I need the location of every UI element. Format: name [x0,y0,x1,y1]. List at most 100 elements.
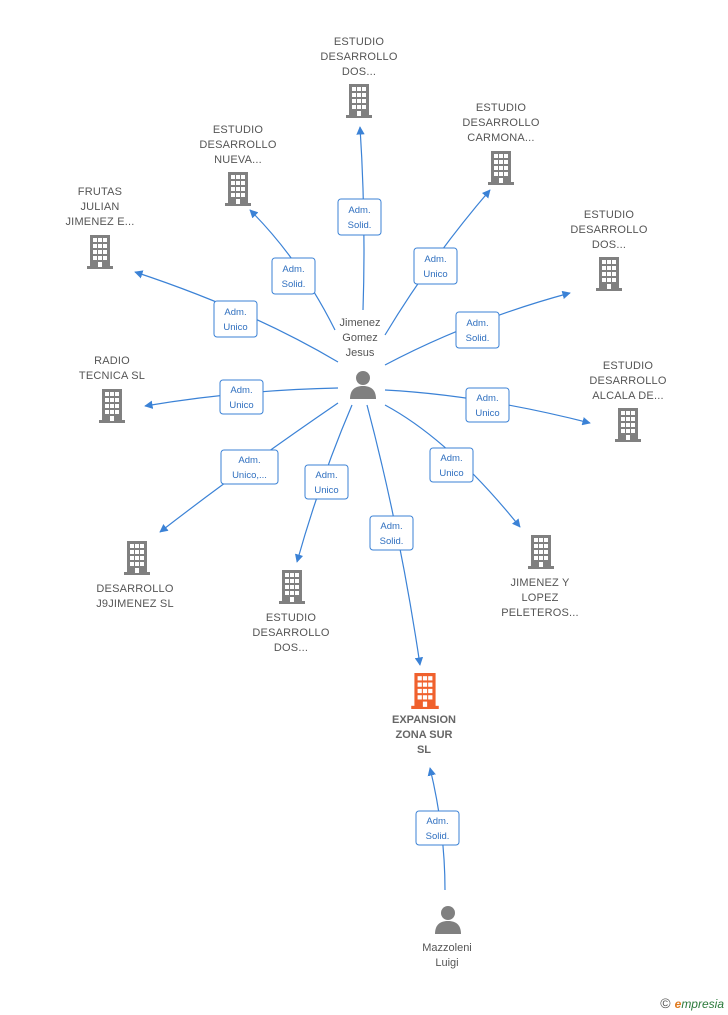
relation-label: Solid. [426,831,450,842]
node-center-person[interactable]: Jimenez Gomez Jesus [340,317,381,399]
node-label: EXPANSION [392,714,456,726]
node-label: ALCALA DE... [592,390,664,402]
node-target-company[interactable]: EXPANSION ZONA SUR SL [392,673,456,756]
node-label: Jimenez [340,317,381,329]
relation-box-frame [213,300,258,338]
relation-box-frame [337,198,382,236]
relation-label: Unico,... [232,470,267,481]
node-mazzoleni[interactable]: Mazzoleni Luigi [422,906,472,969]
node-label: DESARROLLO [462,117,539,129]
node-estudio-dos-top[interactable]: ESTUDIO DESARROLLO DOS... [320,36,398,118]
node-label: ESTUDIO [476,102,527,114]
relation-box[interactable]: Adm.Solid. [337,198,382,236]
relation-box[interactable]: Adm.Unico [304,464,349,500]
node-label: DESARROLLO [252,627,329,639]
person-icon [350,371,376,399]
node-label: ESTUDIO [603,360,654,372]
relation-box-frame [455,311,500,349]
node-estudio-nueva[interactable]: ESTUDIO DESARROLLO NUEVA... [199,124,277,206]
brand-logo-text: mpresia [681,997,724,1011]
node-label: DESARROLLO [96,583,173,595]
relation-box[interactable]: Adm. Unico [213,300,258,338]
node-radio-tecnica[interactable]: RADIO TECNICA SL [79,355,145,423]
node-label: DESARROLLO [320,51,397,63]
node-label: JIMENEZ Y [510,577,570,589]
brand-footer: ©empresia [660,995,724,1011]
node-label: DESARROLLO [589,375,666,387]
node-label: ESTUDIO [334,36,385,48]
relation-label: Adm. [230,385,252,396]
relation-label: Adm. [440,453,462,464]
node-label: DOS... [592,239,626,251]
relation-label: Adm. [282,264,304,275]
relation-label: Adm. [224,307,246,318]
node-label: J9JIMENEZ SL [96,598,174,610]
building-icon [411,673,439,709]
relation-box[interactable]: Adm. Unico,... [220,449,279,485]
edges [134,126,591,891]
node-label: DESARROLLO [199,139,276,151]
node-label: ZONA SUR [395,729,452,741]
relation-label: Adm. [380,521,402,532]
brand-logo-e: e [674,997,682,1011]
relation-label: Unico [314,485,338,496]
node-label: Mazzoleni [422,942,472,954]
relation-box-frame [369,515,414,551]
node-label: RADIO [94,355,130,367]
relation-label: Unico [439,468,463,479]
relation-box[interactable]: Adm. Solid. [369,515,414,551]
relation-label: Solid. [282,279,306,290]
relation-box[interactable]: Adm. Unico [429,447,474,483]
relation-box-frame [429,447,474,483]
relation-box[interactable]: Adm. Solid. [271,257,316,295]
building-icon [225,172,251,206]
node-label: DOS... [342,66,376,78]
node-label: DOS... [274,642,308,654]
building-icon [615,408,641,442]
relation-label: Solid. [348,220,372,231]
node-frutas-julian[interactable]: FRUTAS JULIAN JIMENEZ E... [65,186,134,269]
node-label: ESTUDIO [213,124,264,136]
node-label: Jesus [346,347,375,359]
relation-label: Solid. [380,536,404,547]
node-label: JULIAN [80,201,119,213]
relation-box-frame [465,387,510,423]
relation-box[interactable]: Adm. Solid. [455,311,500,349]
node-jimenez-lopez[interactable]: JIMENEZ Y LOPEZ PELETEROS... [501,535,579,619]
relation-label: Adm. [476,393,498,404]
node-label: DESARROLLO [570,224,647,236]
building-icon [87,235,113,269]
node-estudio-carmona[interactable]: ESTUDIO DESARROLLO CARMONA... [462,102,540,185]
building-icon [99,389,125,423]
relation-label: Adm. [238,455,260,466]
relation-box[interactable]: Adm. Unico [465,387,510,423]
node-label: CARMONA... [467,132,534,144]
node-label: ESTUDIO [584,209,635,221]
relation-label: Unico [229,400,253,411]
person-icon [435,906,461,934]
node-label: JIMENEZ E... [65,216,134,228]
node-estudio-dos-right[interactable]: ESTUDIO DESARROLLO DOS... [570,209,648,291]
node-label: ESTUDIO [266,612,317,624]
node-label: FRUTAS [78,186,122,198]
relation-label: Unico [223,322,247,333]
relation-labels: Adm. Solid. Adm. Unico Adm. Solid. Adm. Unic… [213,198,510,846]
building-icon [528,535,554,569]
relation-label: Solid. [466,333,490,344]
relation-label: Adm. [424,254,446,265]
relation-box[interactable]: Adm. Unico [413,247,458,285]
node-estudio-alcala[interactable]: ESTUDIO DESARROLLO ALCALA DE... [589,360,667,442]
node-desarrollo-j9[interactable]: DESARROLLO J9JIMENEZ SL [96,541,174,610]
building-icon [346,84,372,118]
node-label: LOPEZ [521,592,558,604]
node-estudio-dos-bottom[interactable]: ESTUDIO DESARROLLO DOS... [252,570,330,654]
relation-label: Adm. [466,318,488,329]
relation-label: Adm. [426,816,448,827]
node-label: PELETEROS... [501,607,579,619]
relation-label: Unico [423,269,447,280]
node-label: TECNICA SL [79,370,145,382]
relation-label: Unico [475,408,499,419]
relation-box[interactable]: Adm. Unico [219,379,264,415]
relation-box[interactable]: Adm. Solid. [415,810,460,846]
